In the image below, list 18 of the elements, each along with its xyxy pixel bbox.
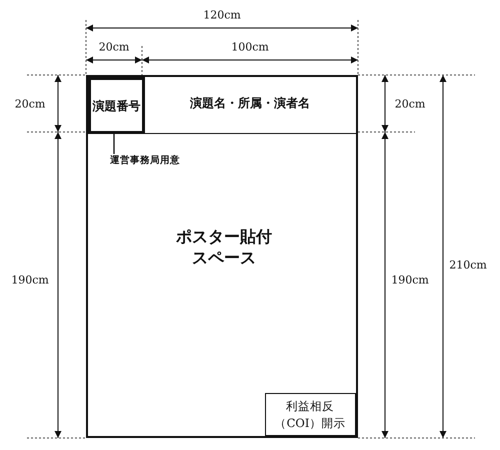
- dimension-label: 120cm: [203, 8, 241, 22]
- dimension-label: 20cm: [98, 40, 130, 54]
- number-box: [88, 77, 145, 134]
- note-label: 運営事務局用意: [109, 154, 181, 167]
- header-band: [88, 77, 356, 134]
- coi-box: [265, 393, 356, 436]
- area-label: ポスター貼付スペース: [174, 227, 273, 269]
- coi-label: 利益相反（COI）開示: [274, 398, 346, 432]
- dimension-label: 190cm: [391, 274, 429, 286]
- header-label: 演題名・所属・演者名: [189, 95, 311, 112]
- dimension-label: 20cm: [394, 98, 426, 110]
- dimension-label: 20cm: [14, 98, 46, 110]
- dimension-label: 190cm: [11, 274, 49, 286]
- poster-area: [86, 75, 358, 438]
- number-label: 演題番号: [92, 98, 142, 115]
- dimension-label: 210cm: [449, 258, 487, 272]
- leader-line: [113, 134, 115, 154]
- dimension-label: 100cm: [231, 40, 269, 54]
